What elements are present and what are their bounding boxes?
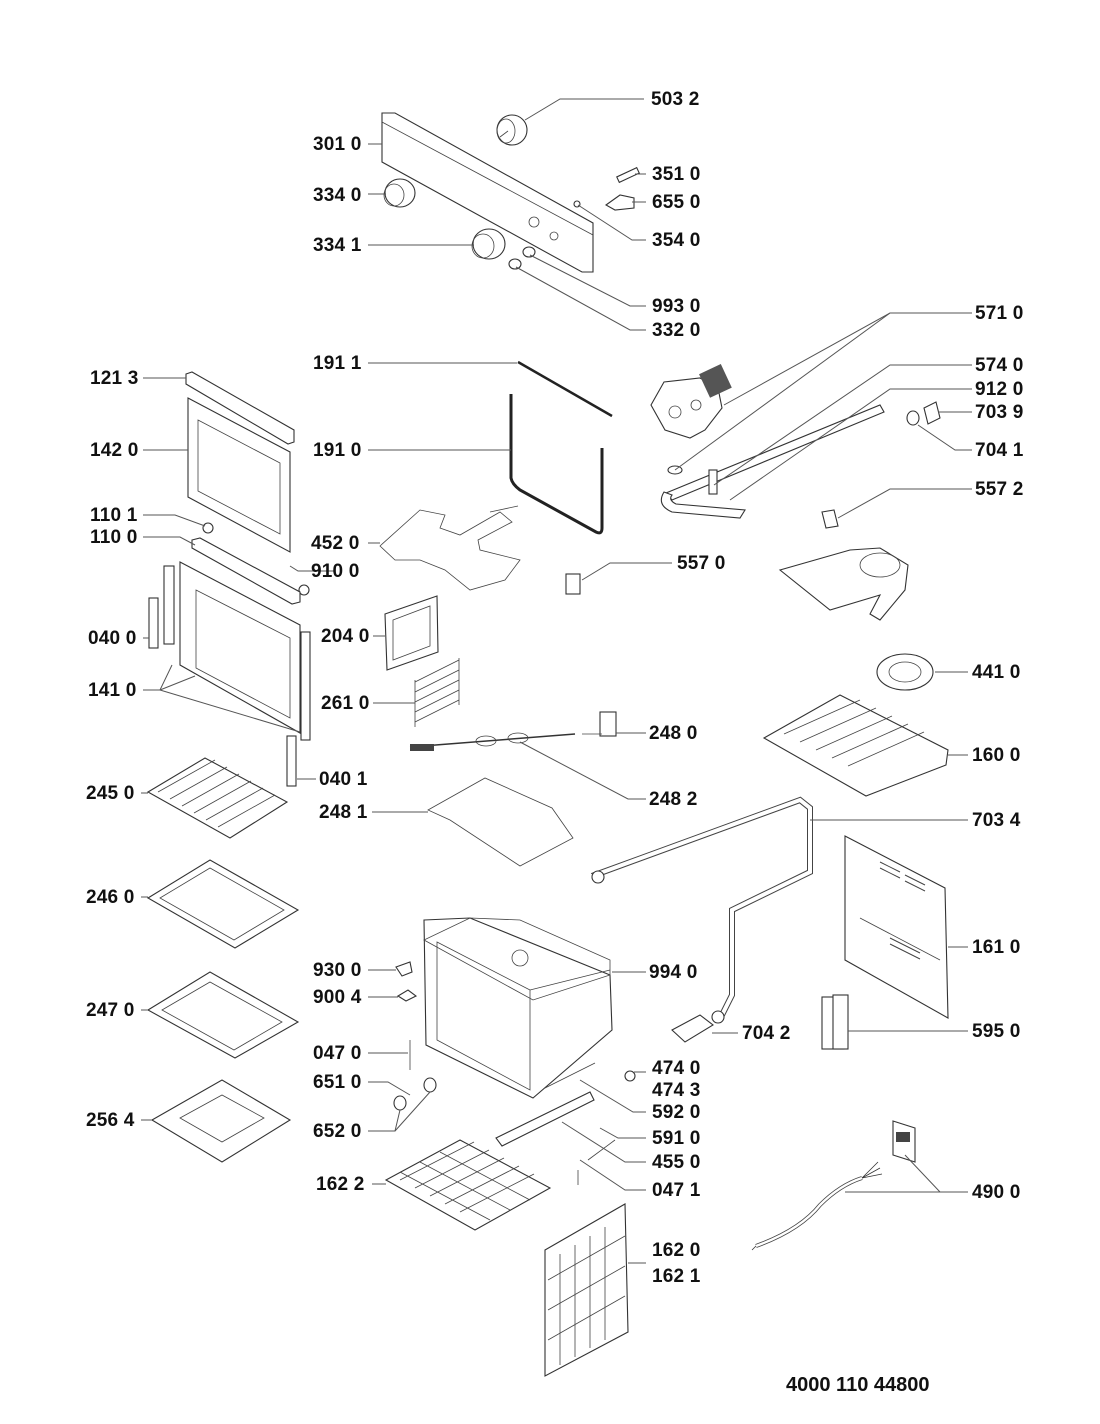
grill-panel-204-0-part (384, 595, 439, 671)
part-label-162-0: 162 0 (652, 1240, 701, 1261)
bracket-704-2-part (671, 1014, 714, 1043)
gas-valve-part (650, 364, 732, 439)
part-label-121-3: 121 3 (90, 368, 139, 389)
part-label-142-0: 142 0 (90, 440, 139, 461)
part-label-354-0: 354 0 (652, 230, 701, 251)
rotisserie-motor-248-0-part (582, 711, 617, 737)
gasket-191-0-part (509, 394, 604, 535)
small-parts-panel (508, 166, 640, 270)
small-cavity-parts (393, 961, 636, 1111)
baking-tray-246-0-part (146, 859, 300, 949)
inner-glass-142-0-part (187, 397, 291, 553)
control-panel-part (381, 112, 594, 273)
part-label-256-4: 256 4 (86, 1110, 135, 1131)
part-label-110-1: 110 1 (90, 505, 138, 526)
side-panel-162-0-part (544, 1203, 629, 1377)
part-label-191-0: 191 0 (313, 440, 362, 461)
part-label-161-0: 161 0 (972, 937, 1021, 958)
part-label-301-0: 301 0 (313, 134, 362, 155)
part-label-248-2: 248 2 (649, 789, 698, 810)
part-label-141-0: 141 0 (88, 680, 137, 701)
part-label-334-1: 334 1 (313, 235, 362, 256)
gasket-191-1-part (517, 360, 613, 418)
part-label-162-1: 162 1 (652, 1266, 701, 1287)
part-label-651-0: 651 0 (313, 1072, 362, 1093)
part-label-351-0: 351 0 (652, 164, 701, 185)
tray-256-4-part (150, 1079, 292, 1163)
part-label-503-2: 503 2 (651, 89, 700, 110)
part-label-571-0: 571 0 (975, 303, 1024, 324)
oven-bottom-162-2-part (384, 1139, 552, 1231)
grill-rack-245-0-part (146, 757, 289, 839)
rotisserie-248-2-part (409, 732, 576, 751)
part-label-047-0: 047 0 (313, 1043, 362, 1064)
part-label-591-0: 591 0 (652, 1128, 701, 1149)
part-label-441-0: 441 0 (972, 662, 1021, 683)
leader-lines (141, 98, 972, 1264)
part-label-247-0: 247 0 (86, 1000, 135, 1021)
part-label-900-4: 900 4 (313, 987, 362, 1008)
door-top-trim-part (185, 371, 295, 445)
terminal-block-595-0-part (821, 994, 849, 1050)
part-label-652-0: 652 0 (313, 1121, 362, 1142)
gas-pipe-703-4-part (590, 796, 813, 1024)
oven-cavity-994-0-part (423, 917, 613, 1099)
part-label-912-0: 912 0 (975, 379, 1024, 400)
part-label-704-1: 704 1 (975, 440, 1024, 461)
part-label-490-0: 490 0 (972, 1182, 1021, 1203)
grill-element-452-0-part (379, 505, 521, 591)
part-label-574-0: 574 0 (975, 355, 1024, 376)
door-hinges-part (148, 522, 311, 787)
part-label-261-0: 261 0 (321, 693, 370, 714)
part-label-993-0: 993 0 (652, 296, 701, 317)
document-number: 4000 110 44800 (786, 1374, 930, 1396)
part-label-474-3: 474 3 (652, 1080, 701, 1101)
clock-503-2-part (496, 114, 528, 146)
part-label-703-9: 703 9 (975, 402, 1024, 423)
part-label-474-0: 474 0 (652, 1058, 701, 1079)
burner-cover-part (778, 547, 909, 621)
part-label-910-0: 910 0 (311, 561, 360, 582)
part-label-334-0: 334 0 (313, 185, 362, 206)
part-label-655-0: 655 0 (652, 192, 701, 213)
part-label-040-1: 040 1 (319, 769, 368, 790)
side-rack-261-0-part (414, 658, 460, 727)
part-label-703-4: 703 4 (972, 810, 1021, 831)
part-label-110-0: 110 0 (90, 527, 138, 548)
manifold-pipe-part (660, 401, 941, 529)
knob-334-0-part (383, 178, 416, 208)
part-label-452-0: 452 0 (311, 533, 360, 554)
burner-455-0-part (495, 1062, 616, 1185)
part-label-191-1: 191 1 (313, 353, 362, 374)
cable-490-0-part (751, 1120, 916, 1251)
fan-441-0-part (876, 653, 934, 691)
part-label-994-0: 994 0 (649, 962, 698, 983)
knob-334-1-part (471, 228, 506, 260)
burner-160-0-part (762, 694, 949, 797)
part-label-246-0: 246 0 (86, 887, 135, 908)
part-label-248-1: 248 1 (319, 802, 368, 823)
part-label-455-0: 455 0 (652, 1152, 701, 1173)
part-label-204-0: 204 0 (321, 626, 370, 647)
deep-tray-247-0-part (146, 971, 300, 1059)
part-label-047-1: 047 1 (652, 1180, 701, 1201)
thermocouple-clip-557-0-part (565, 573, 581, 595)
part-label-704-2: 704 2 (742, 1023, 791, 1044)
part-label-930-0: 930 0 (313, 960, 362, 981)
outer-door-141-0-part (179, 561, 301, 734)
part-label-595-0: 595 0 (972, 1021, 1021, 1042)
part-label-557-0: 557 0 (677, 553, 726, 574)
part-label-245-0: 245 0 (86, 783, 135, 804)
part-label-332-0: 332 0 (652, 320, 701, 341)
part-label-040-0: 040 0 (88, 628, 137, 649)
part-label-162-2: 162 2 (316, 1174, 365, 1195)
part-label-160-0: 160 0 (972, 745, 1021, 766)
rotisserie-frame-248-1-part (427, 777, 574, 867)
part-label-592-0: 592 0 (652, 1102, 701, 1123)
part-label-248-0: 248 0 (649, 723, 698, 744)
part-label-557-2: 557 2 (975, 479, 1024, 500)
rear-panel-161-0-part (844, 835, 949, 1019)
